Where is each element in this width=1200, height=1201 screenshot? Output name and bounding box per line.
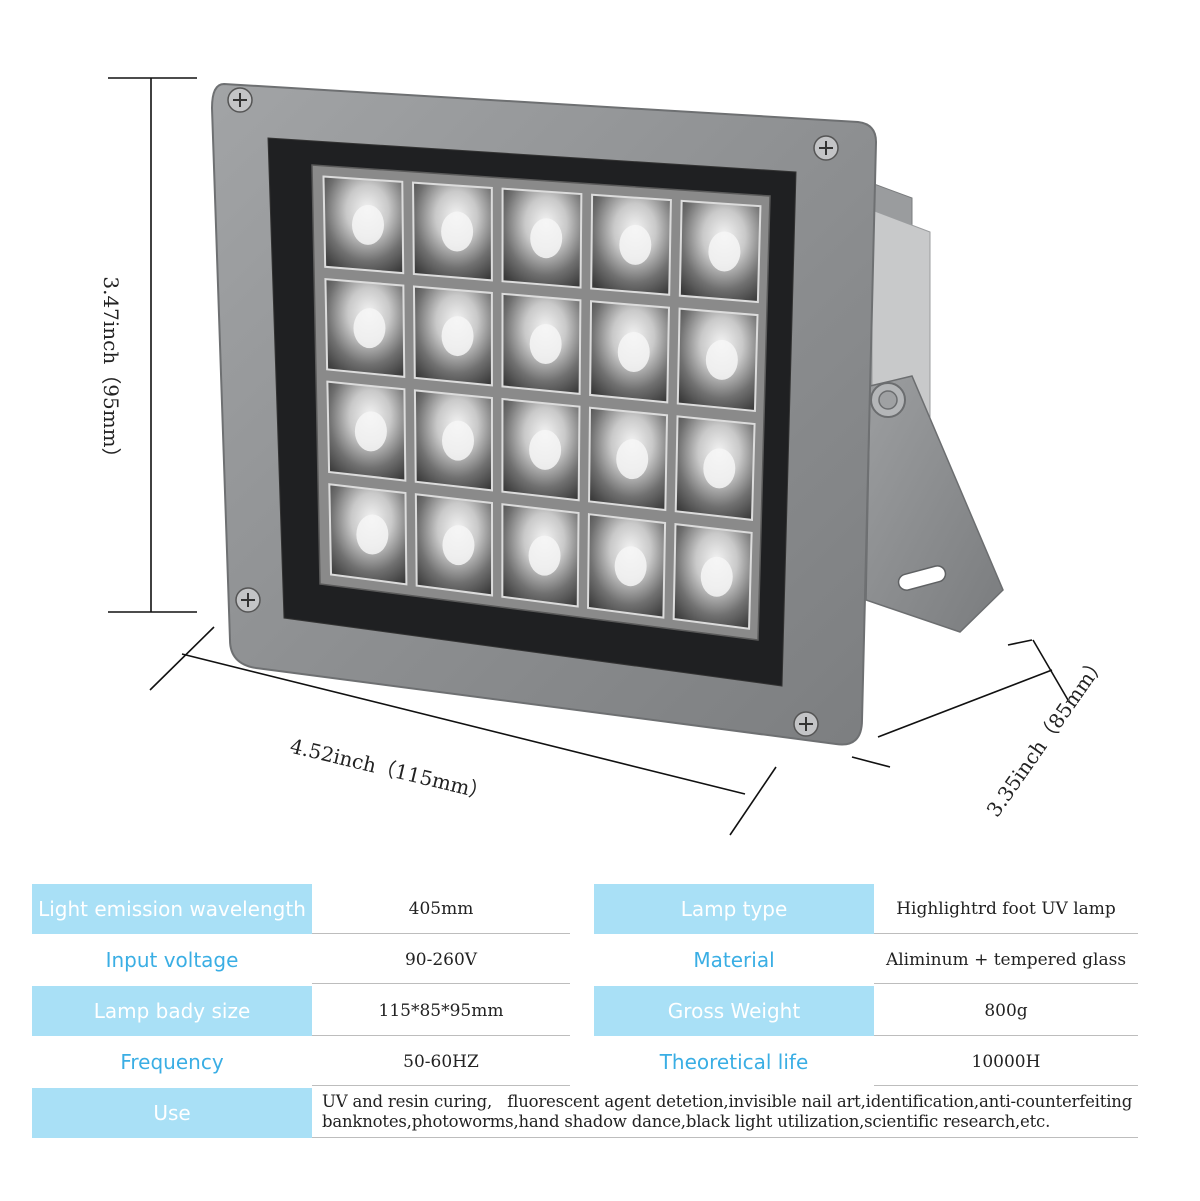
- led-lens: [352, 204, 385, 245]
- spec-label: Lamp bady size: [32, 986, 312, 1036]
- spec-label-use: Use: [32, 1088, 312, 1138]
- led-grid: [322, 175, 762, 630]
- led-lens: [356, 514, 389, 555]
- led-lens: [614, 546, 647, 587]
- led-lens: [705, 339, 738, 380]
- bracket-slot: [897, 565, 947, 591]
- width-label: 4.52inch（115mm）: [288, 734, 492, 805]
- led-lens: [530, 218, 563, 259]
- product-illustration: 3.47inch（95mm） 4.52inch（115mm） 3.35inch（…: [99, 77, 1111, 836]
- spec-value: 10000H: [874, 1038, 1138, 1086]
- led-lens: [529, 324, 562, 365]
- spec-value: Highlightrd foot UV lamp: [874, 884, 1138, 934]
- depth-dimension-line: [851, 639, 1069, 768]
- led-lens: [441, 316, 474, 357]
- spec-label: Theoretical life: [659, 1050, 809, 1074]
- spec-value: 50-60HZ: [312, 1038, 570, 1086]
- led-lens: [700, 556, 733, 597]
- spec-label: Light emission wavelength: [32, 884, 312, 934]
- led-lens: [528, 535, 561, 576]
- led-lens: [354, 411, 387, 452]
- spec-table: Light emission wavelength 405mm Lamp typ…: [32, 884, 1142, 1144]
- spec-value: 800g: [874, 986, 1138, 1036]
- use-description: UV and resin curing, fluorescent agent d…: [322, 1092, 1142, 1132]
- led-lens: [616, 439, 649, 480]
- screw-icon: [813, 135, 839, 161]
- screw-icon: [227, 87, 253, 113]
- led-lens: [441, 211, 474, 252]
- spec-label: Lamp type: [594, 884, 874, 934]
- spec-label: Frequency: [120, 1050, 224, 1074]
- led-lens: [617, 331, 650, 372]
- spec-label: Gross Weight: [594, 986, 874, 1036]
- spec-value: 90-260V: [312, 936, 570, 984]
- screw-icon: [235, 587, 261, 613]
- spec-value: 115*85*95mm: [312, 986, 570, 1036]
- led-lens: [442, 420, 475, 461]
- depth-label: 3.35inch（85mm）: [982, 651, 1111, 821]
- width-dimension-line: [149, 626, 777, 836]
- spec-value: Aliminum + tempered glass: [874, 936, 1138, 984]
- led-lens: [708, 231, 741, 272]
- spec-value: 405mm: [312, 884, 570, 934]
- led-lens: [529, 429, 562, 470]
- spec-label: Material: [693, 948, 775, 972]
- height-dimension-line: [108, 77, 197, 613]
- spec-label: Input voltage: [105, 948, 239, 972]
- use-row-underline: [312, 1137, 1138, 1138]
- led-lens: [703, 448, 736, 489]
- height-label: 3.47inch（95mm）: [99, 276, 123, 467]
- led-lens: [353, 308, 386, 349]
- led-lens: [442, 525, 475, 566]
- use-line-1: UV and resin curing, fluorescent agent d…: [322, 1092, 1133, 1111]
- screw-icon: [793, 711, 819, 737]
- use-line-2: banknotes,photoworms,hand shadow dance,b…: [322, 1112, 1051, 1131]
- led-lens: [619, 224, 652, 265]
